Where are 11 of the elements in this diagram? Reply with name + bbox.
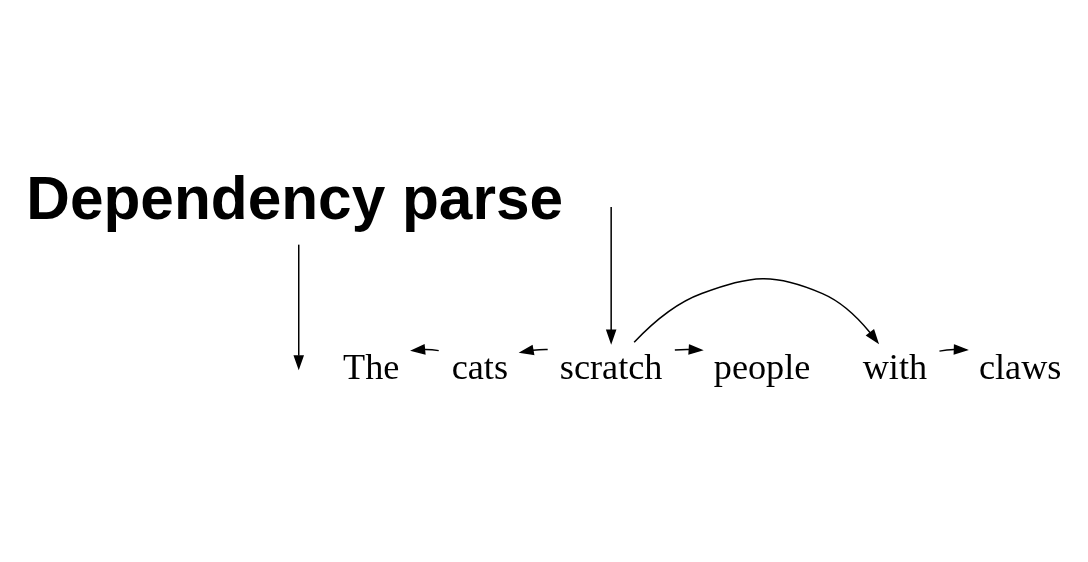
arrow <box>633 277 880 344</box>
node-text: claws <box>978 346 1062 387</box>
arrow <box>293 243 305 370</box>
node-text: Dependency parse <box>26 163 564 232</box>
node-text: cats <box>451 346 509 387</box>
node-text: people <box>713 346 811 387</box>
node-text: The <box>343 346 400 387</box>
arrow <box>938 343 969 355</box>
node-text: with <box>862 346 928 387</box>
node-text: scratch <box>559 346 663 387</box>
arrow <box>605 205 617 345</box>
